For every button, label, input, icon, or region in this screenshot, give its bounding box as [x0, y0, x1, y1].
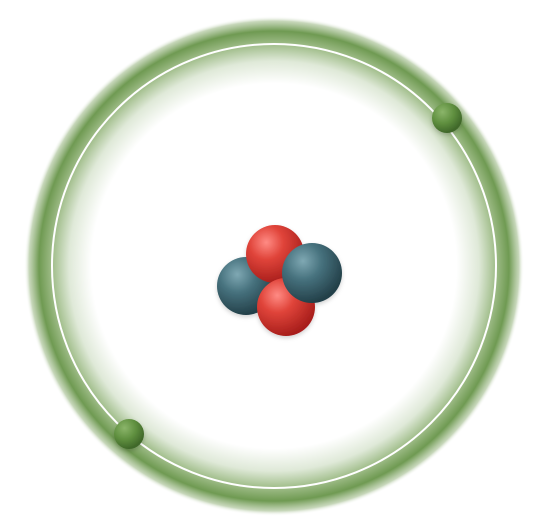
electron-upper-right: [432, 103, 462, 133]
electron-lower-left: [114, 419, 144, 449]
neutron-right: [282, 243, 342, 303]
